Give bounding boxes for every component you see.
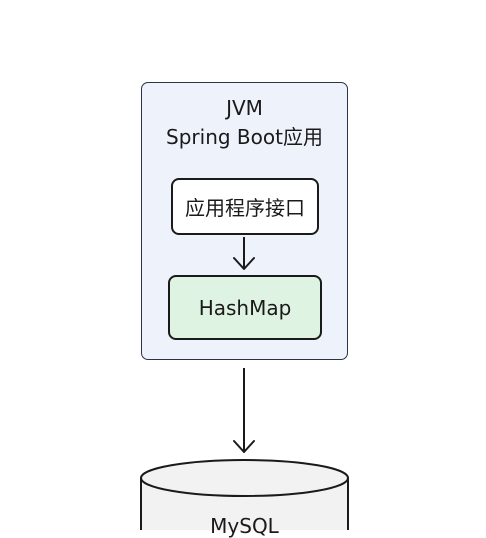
hashmap-label: HashMap (198, 295, 292, 320)
spring-boot-app-title: Spring Boot应用 (166, 125, 323, 149)
mysql-label: MySQL (210, 514, 279, 538)
arrow-jvm-to-mysql (233, 368, 255, 453)
hashmap-node: HashMap (168, 275, 322, 340)
app-interface-node: 应用程序接口 (171, 178, 319, 235)
jvm-title: JVM (226, 96, 263, 120)
app-interface-label: 应用程序接口 (185, 196, 305, 220)
